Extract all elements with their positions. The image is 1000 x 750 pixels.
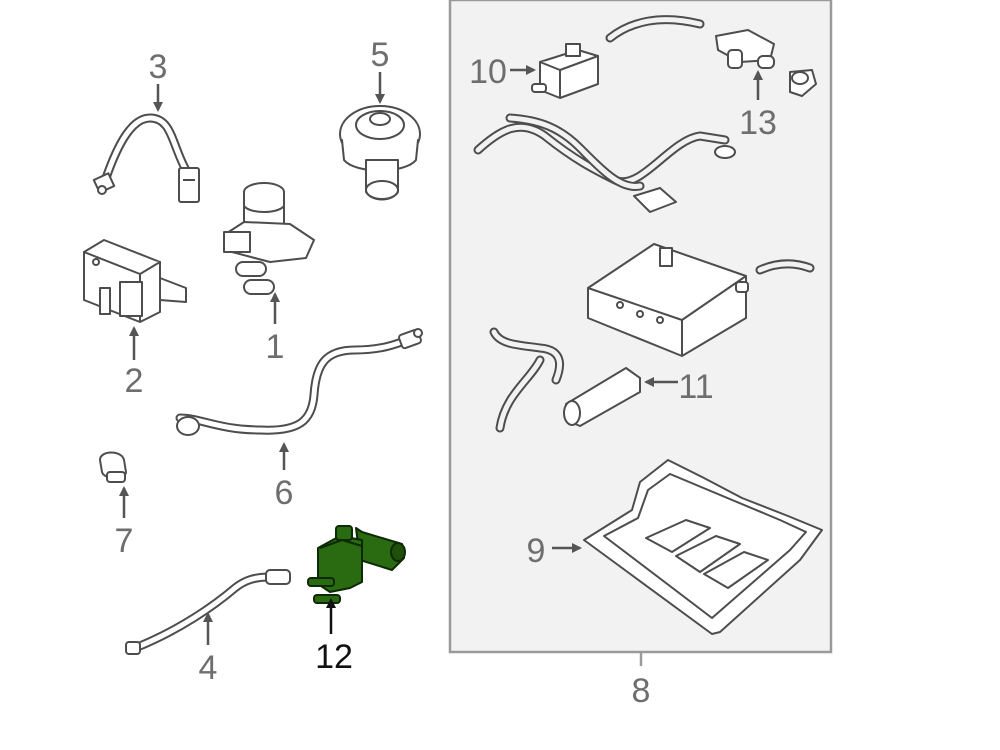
- callout-3: 3: [149, 48, 168, 86]
- callout-6: 6: [275, 474, 294, 512]
- part-11-filter[interactable]: [489, 327, 641, 433]
- callout-2: 2: [125, 362, 144, 400]
- part-9-shield[interactable]: [583, 459, 823, 635]
- part-13-check-valve[interactable]: [715, 29, 817, 97]
- callout-12: 12: [315, 638, 353, 676]
- vapor-hose-top[interactable]: [605, 15, 705, 43]
- callout-5: 5: [371, 36, 390, 74]
- part-7-sensor-cap[interactable]: [99, 451, 127, 483]
- callout-13: 13: [739, 104, 777, 142]
- leader-lines: [119, 65, 763, 645]
- part-10-purge-valve[interactable]: [531, 43, 599, 99]
- callout-7: 7: [115, 522, 134, 560]
- callout-8: 8: [632, 672, 651, 710]
- callout-10: 10: [469, 53, 507, 91]
- part-3-oxygen-sensor[interactable]: [92, 113, 200, 203]
- part-6-wire-harness[interactable]: [175, 328, 423, 436]
- callout-11: 11: [678, 368, 713, 406]
- evap-canister[interactable]: [587, 243, 815, 357]
- part-2-pressure-sensor[interactable]: [83, 239, 187, 323]
- callout-9: 9: [527, 532, 546, 570]
- callout-4: 4: [199, 649, 218, 687]
- part-1-vacuum-solenoid[interactable]: [223, 182, 315, 295]
- callout-1: 1: [266, 328, 285, 366]
- part-4-oxygen-sensor[interactable]: [125, 569, 291, 655]
- part-12-purge-solenoid[interactable]: [307, 525, 406, 604]
- part-5-egr-valve[interactable]: [339, 105, 421, 201]
- vapor-line-assembly[interactable]: [473, 113, 736, 213]
